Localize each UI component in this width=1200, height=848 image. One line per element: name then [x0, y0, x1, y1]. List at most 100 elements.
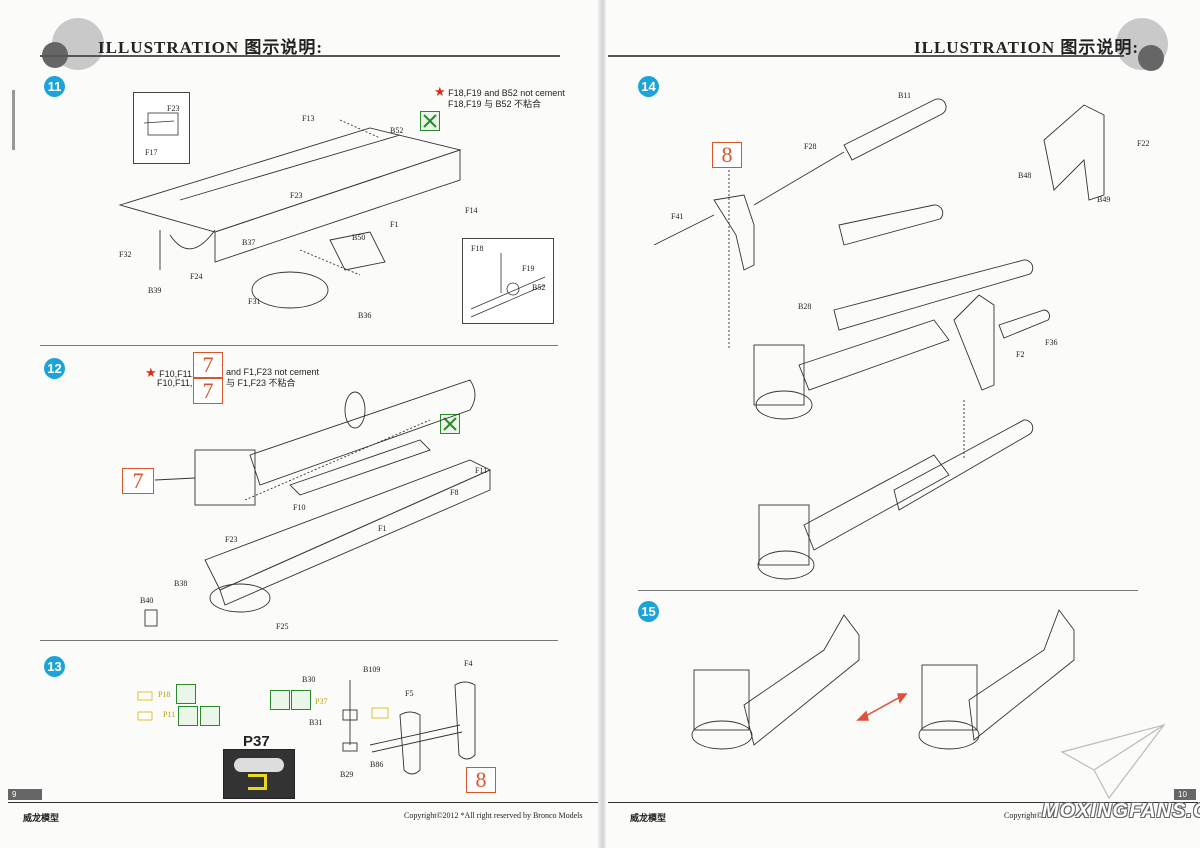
part-label: B52 [532, 283, 546, 292]
part-label: F1 [378, 524, 387, 533]
part-label: B30 [302, 675, 316, 684]
part-label: F23 [167, 104, 180, 113]
no-cement-note: ★ F10,F11, [145, 365, 195, 380]
part-label: F22 [1137, 139, 1150, 148]
binding-mark [12, 90, 15, 150]
part-label: B40 [140, 596, 154, 605]
watermark-text: MOXINGFANS.COM [1042, 800, 1200, 822]
part-label: F14 [465, 206, 478, 215]
glue-icon [291, 690, 311, 710]
part-label: F41 [671, 212, 684, 221]
header-rule [40, 55, 560, 57]
part-label: P11 [163, 710, 176, 719]
part-label: P37 [315, 697, 328, 706]
part-label: F10 [293, 503, 306, 512]
part-label: B49 [1097, 195, 1111, 204]
part-label: F5 [405, 689, 414, 698]
page-title: ILLUSTRATION 图示说明: [914, 38, 1140, 57]
step-14-drawing [653, 98, 1105, 580]
step-15-drawing [691, 609, 1166, 800]
star-icon: ★ [434, 84, 446, 99]
part-label: F24 [190, 272, 203, 281]
header-rule [608, 55, 1124, 57]
step-number-12: 12 [44, 358, 65, 379]
ref-box: 8 [466, 767, 496, 793]
part-label: F25 [276, 622, 289, 631]
footer-rule [8, 802, 598, 803]
footer-brand: 威龙模型 [23, 813, 60, 823]
right-page: ILLUSTRATION 图示说明: 14 8 B11 F28 F41 F22 … [604, 0, 1200, 848]
footer-rule [608, 802, 1198, 803]
ref-box: 7 [193, 378, 223, 404]
photo-label: P37 [243, 733, 270, 750]
glue-icon [176, 684, 196, 704]
part-label: F11 [475, 466, 488, 475]
book-gutter [598, 0, 606, 848]
note-en-post: and F1,F23 not cement [226, 367, 320, 377]
note-cn-post: 与 F1,F23 不粘合 [226, 378, 296, 388]
note-cn-pre: F10,F11, [157, 378, 193, 388]
glue-icon [200, 706, 220, 726]
part-label: F32 [119, 250, 132, 259]
part-label: B38 [174, 579, 188, 588]
part-label: F18 [471, 244, 484, 253]
part-label: B28 [798, 302, 812, 311]
page-title: ILLUSTRATION 图示说明: [98, 38, 324, 57]
part-label: B109 [363, 665, 381, 674]
part-label: F23 [225, 535, 238, 544]
left-page: ILLUSTRATION 图示说明: 11 ★ F18,F19 and B52 … [8, 18, 598, 823]
step-12-drawing [144, 379, 492, 627]
step-number-14: 14 [638, 76, 659, 97]
section-divider [638, 590, 1138, 591]
footer-brand: 威龙模型 [630, 813, 667, 823]
part-label: F23 [290, 191, 303, 200]
p37-photo [223, 749, 295, 799]
footer-copyright: Copyright© [1004, 811, 1043, 820]
section-divider [40, 640, 558, 641]
part-label: B31 [309, 718, 323, 727]
part-label: B29 [340, 770, 354, 779]
page-number: 9 [8, 789, 42, 800]
header-decor-dot [1138, 45, 1164, 71]
note-cn: F18,F19 与 B52 不粘合 [448, 99, 542, 109]
part-label: F1 [390, 220, 399, 229]
note-en: F18,F19 and B52 not cement [448, 88, 565, 98]
part-label: B52 [390, 126, 404, 135]
watermark-plane-icon [1060, 723, 1166, 800]
part-label: B11 [898, 91, 912, 100]
detail-inset-f18 [462, 238, 554, 324]
step-13-drawing [137, 680, 476, 775]
part-label: F2 [1016, 350, 1025, 359]
ref-box: 7 [122, 468, 154, 494]
photo-part-highlight [248, 774, 267, 790]
step-11-drawing [118, 119, 462, 309]
part-label: F17 [145, 148, 158, 157]
ref-box: 8 [712, 142, 742, 168]
step-number-15: 15 [638, 601, 659, 622]
part-label: F28 [804, 142, 817, 151]
no-cement-icon [420, 111, 440, 131]
part-label: F13 [302, 114, 315, 123]
part-label: P18 [158, 690, 171, 699]
part-label: F8 [450, 488, 459, 497]
footer-copyright: Copyright©2012 *All right reserved by Br… [404, 811, 583, 820]
part-label: B37 [242, 238, 256, 247]
no-cement-note: ★ F18,F19 and B52 not cement F18,F19 与 B… [434, 84, 565, 110]
step-number-11: 11 [44, 76, 65, 97]
star-icon: ★ [145, 365, 157, 380]
part-label: B39 [148, 286, 162, 295]
part-label: B86 [370, 760, 384, 769]
part-label: B36 [358, 311, 372, 320]
part-label: F36 [1045, 338, 1058, 347]
page-number: 10 [1174, 789, 1196, 800]
photo-tube [234, 758, 284, 772]
part-label: B48 [1018, 171, 1032, 180]
arrow-down-icon [270, 690, 290, 710]
ref-box: 7 [193, 352, 223, 378]
part-label: F4 [464, 659, 473, 668]
part-label: F19 [522, 264, 535, 273]
arrow-down-icon [178, 706, 198, 726]
part-label: F31 [248, 297, 261, 306]
step-number-13: 13 [44, 656, 65, 677]
section-divider [40, 345, 558, 346]
